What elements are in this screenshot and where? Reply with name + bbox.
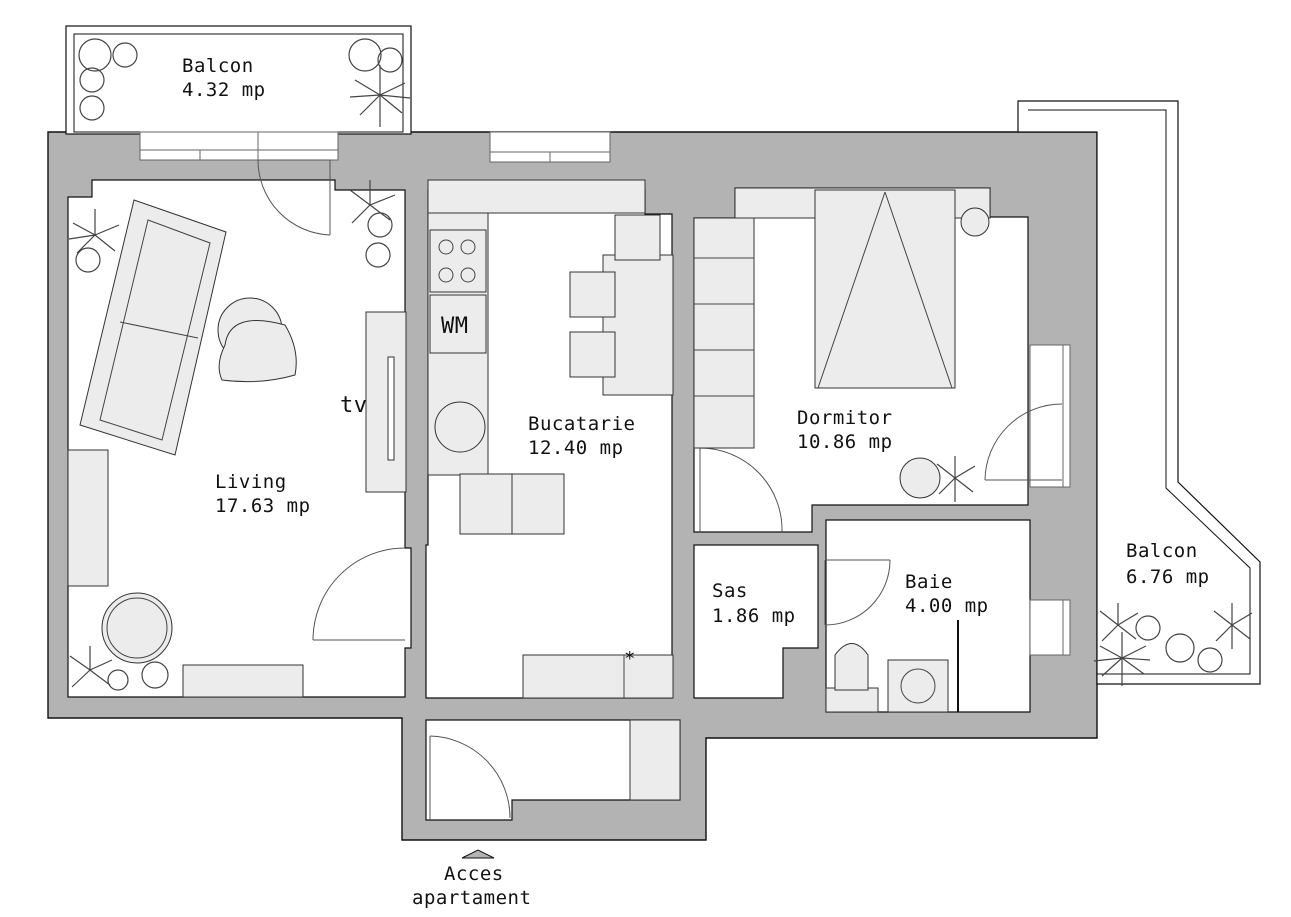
bathroom-floor xyxy=(825,519,1031,713)
kitchen-cabinet-bottom xyxy=(522,654,674,699)
tv-label: tv xyxy=(340,393,368,418)
plant-icon xyxy=(68,38,1253,691)
bedroom-name: Dormitor xyxy=(797,407,893,429)
bathroom-area: 4.00 mp xyxy=(905,595,989,617)
washing-machine-label: WM xyxy=(441,314,469,339)
bedroom-area: 10.86 mp xyxy=(797,431,893,453)
sas-area: 1.86 mp xyxy=(712,605,796,627)
entrance-label-line2: apartament xyxy=(412,887,531,909)
living-shelf-left xyxy=(67,449,109,587)
balcony-right xyxy=(1017,100,1261,685)
sofa xyxy=(79,199,227,456)
entrance-arrow-icon xyxy=(461,849,495,859)
kitchen-counter: WM xyxy=(427,179,646,476)
kitchen-island xyxy=(459,473,565,535)
bathroom-name: Baie xyxy=(905,571,953,593)
bedside-lamp xyxy=(960,207,990,237)
stove-icon xyxy=(429,229,487,293)
round-table xyxy=(101,592,173,664)
dining-table xyxy=(569,214,674,396)
balcony-right-name: Balcon xyxy=(1126,540,1198,562)
living-name: Living xyxy=(215,471,287,493)
balcony-top-area: 4.32 mp xyxy=(182,79,266,101)
bedroom-stool xyxy=(899,457,941,499)
sas-name: Sas xyxy=(712,580,748,602)
toilet xyxy=(825,643,879,713)
lounge-chair xyxy=(217,297,297,383)
living-sideboard xyxy=(182,664,304,698)
doors xyxy=(257,159,1063,820)
wardrobe xyxy=(693,217,755,449)
washing-basin xyxy=(887,659,949,713)
balcony-right-area: 6.76 mp xyxy=(1126,566,1210,588)
entrance-label-line1: Acces xyxy=(444,863,504,885)
living-area: 17.63 mp xyxy=(215,495,311,517)
sas-floor xyxy=(693,544,819,699)
hallway-cabinet xyxy=(629,719,681,801)
tv-screen xyxy=(387,356,395,461)
bed xyxy=(814,189,956,389)
electric-mark: * xyxy=(624,648,636,670)
balcony-top-name: Balcon xyxy=(182,55,254,77)
sink xyxy=(434,401,486,453)
tv-cabinet xyxy=(365,311,407,493)
windows xyxy=(139,131,1071,656)
kitchen-name: Bucatarie xyxy=(528,413,635,435)
kitchen-area: 12.40 mp xyxy=(528,437,624,459)
